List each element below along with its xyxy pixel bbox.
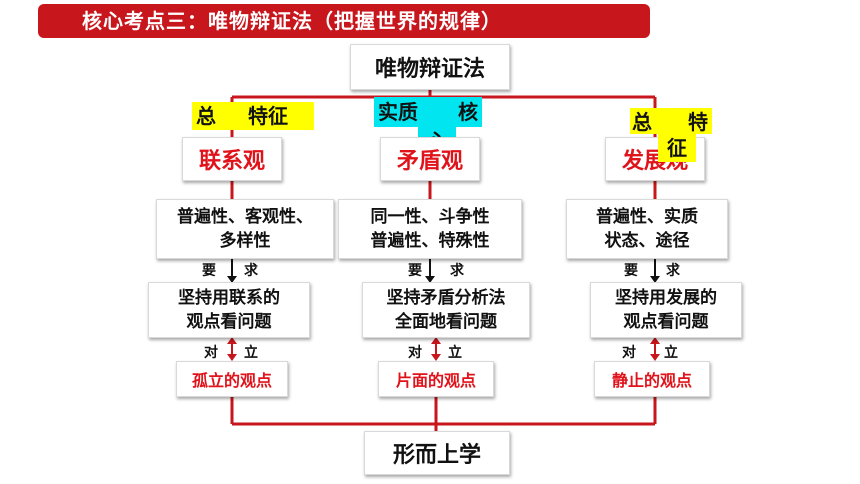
req-label-a: 要: [624, 263, 638, 279]
col3-tag-c: 征: [667, 136, 687, 160]
opp-label-a: 对: [204, 345, 218, 361]
requirement-development: 坚持用发展的 观点看问题: [590, 282, 742, 338]
attr-connection: 普遍性、客观性、 多样性: [156, 199, 334, 259]
left-opp-down: [227, 354, 237, 361]
category-contradiction: 矛盾观: [380, 137, 480, 181]
col2-tag-b: 核: [458, 100, 478, 124]
col2-tag-a: 实质: [378, 100, 418, 124]
attr-contradiction: 同一性、斗争性 普遍性、特殊性: [338, 199, 522, 259]
right-opp-down: [650, 354, 660, 361]
opposite-one-sided: 片面的观点: [378, 361, 494, 397]
req-label-b: 求: [450, 263, 464, 279]
attr-line: 普遍性、实质: [596, 207, 698, 227]
metaphysics-node: 形而上学: [364, 431, 510, 475]
opposite-isolated: 孤立的观点: [176, 361, 288, 397]
right-req-arrowhead: [650, 276, 660, 283]
opp-label-b: 立: [244, 345, 258, 361]
col3-tag: 总 特: [630, 108, 712, 134]
req-line: 坚持用联系的: [178, 288, 280, 308]
req-line: 坚持矛盾分析法: [386, 288, 506, 308]
opp-label-b: 立: [448, 345, 462, 361]
requirement-contradiction: 坚持矛盾分析法 全面地看问题: [362, 282, 530, 338]
req-label-b: 求: [244, 263, 258, 279]
col2-tag: 实质 核: [374, 97, 482, 127]
req-line: 观点看问题: [623, 312, 709, 332]
requirement-connection: 坚持用联系的 观点看问题: [148, 282, 310, 338]
req-line: 全面地看问题: [395, 312, 497, 332]
col1-tag: 总 特征: [192, 102, 314, 130]
req-label-a: 要: [408, 263, 422, 279]
col3-tag-a: 总: [632, 110, 652, 134]
attr-line: 状态、途径: [604, 231, 690, 251]
mid-opp-down: [431, 354, 441, 361]
page-title-banner: 核心考点三：唯物辩证法（把握世界的规律）: [38, 4, 650, 38]
category-connection: 联系观: [182, 137, 282, 181]
mid-opp-up: [431, 337, 441, 344]
attr-development: 普遍性、实质 状态、途径: [566, 199, 728, 259]
req-line: 坚持用发展的: [615, 288, 717, 308]
root-node: 唯物辩证法: [350, 44, 510, 90]
col1-tag-a: 总: [196, 104, 216, 128]
attr-line: 多样性: [219, 231, 271, 251]
col1-tag-b: 特征: [248, 104, 288, 128]
right-opp-up: [650, 337, 660, 344]
req-label-a: 要: [202, 263, 216, 279]
opposite-static: 静止的观点: [594, 361, 710, 397]
col3-tag-extra: 征: [658, 134, 696, 162]
col3-tag-b: 特: [688, 110, 708, 134]
opp-label-b: 立: [664, 345, 678, 361]
req-label-b: 求: [666, 263, 680, 279]
attr-line: 普遍性、特殊性: [370, 231, 490, 251]
attr-line: 普遍性、客观性、: [177, 207, 313, 227]
attr-line: 同一性、斗争性: [370, 207, 490, 227]
left-opp-up: [227, 337, 237, 344]
opp-label-a: 对: [408, 345, 422, 361]
req-line: 观点看问题: [186, 312, 272, 332]
mid-req-arrowhead: [425, 276, 435, 283]
left-req-arrowhead: [227, 276, 237, 283]
opp-label-a: 对: [622, 345, 636, 361]
